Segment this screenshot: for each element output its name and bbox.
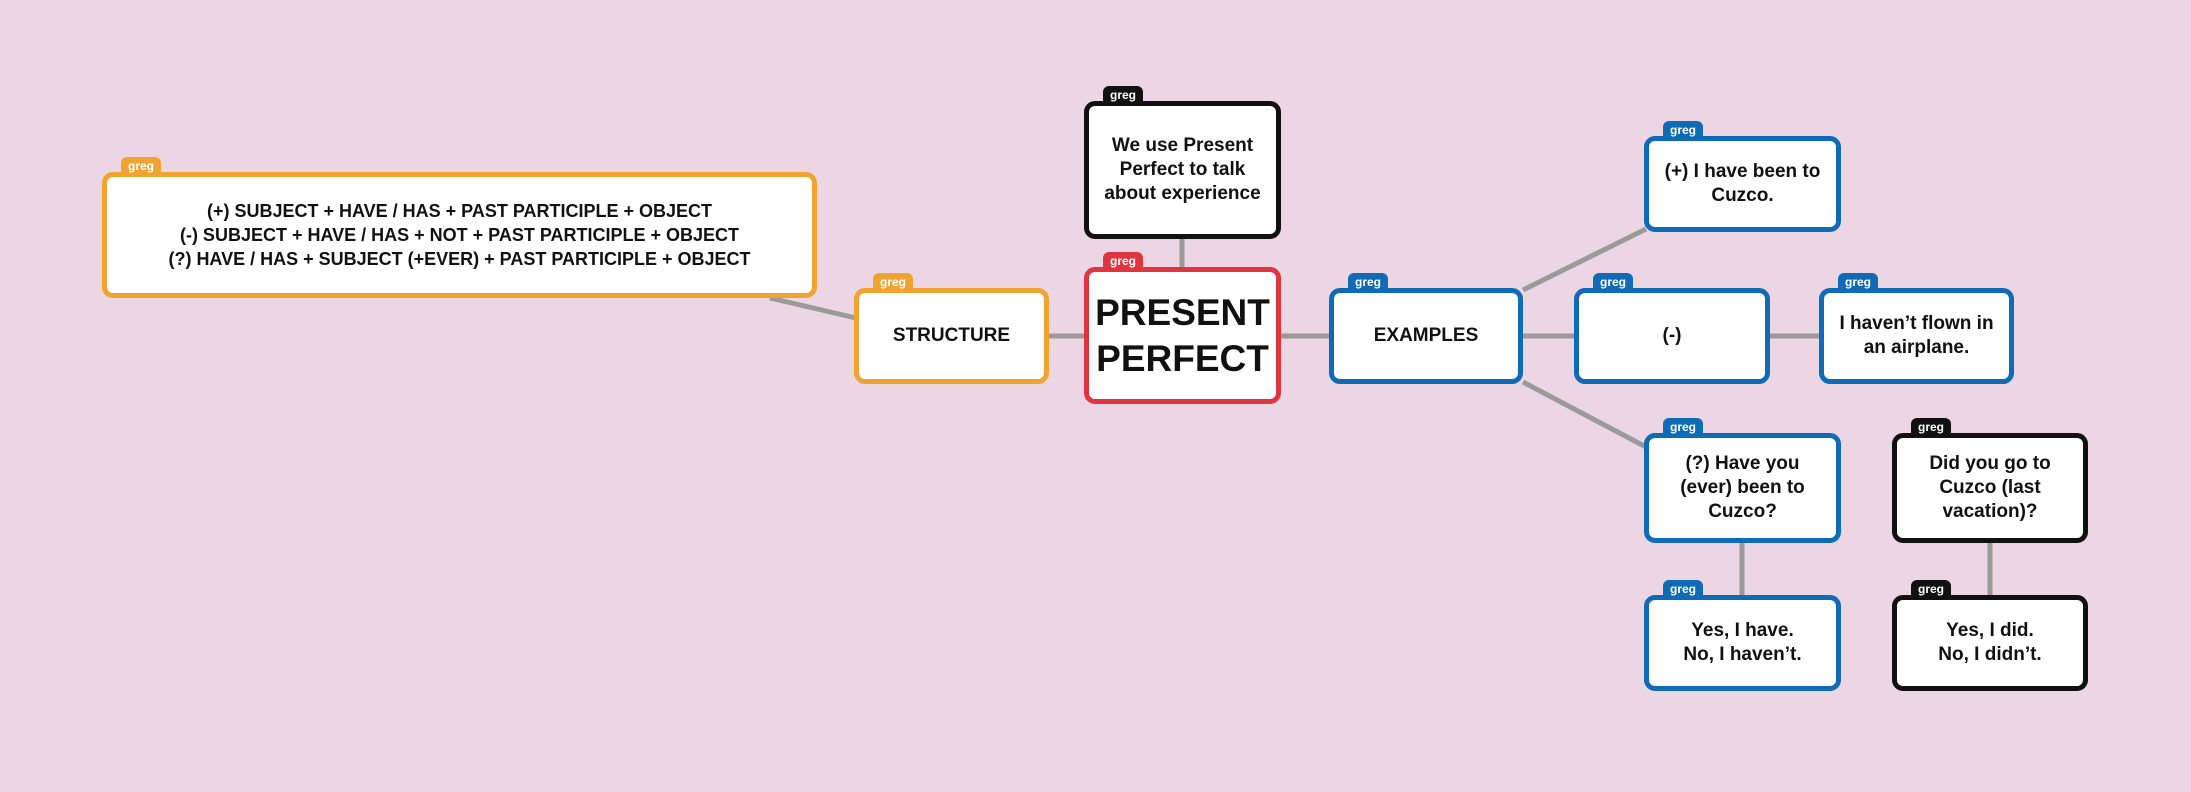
question-node[interactable]: greg (?) Have you (ever) been to Cuzco?	[1644, 418, 1841, 543]
author-tag: greg	[121, 157, 162, 176]
examples-node[interactable]: greg EXAMPLES	[1329, 273, 1523, 384]
formula-text: (+) SUBJECT + HAVE / HAS + PAST PARTICIP…	[168, 201, 751, 269]
author-tag: greg	[873, 273, 914, 292]
author-tag: greg	[1663, 580, 1704, 599]
answers-text: Yes, I have. No, I haven’t.	[1683, 620, 1802, 665]
usage-node[interactable]: greg We use Present Perfect to talk abou…	[1084, 86, 1281, 239]
author-tag: greg	[1911, 418, 1952, 437]
negative-example-node[interactable]: greg I haven’t flown in an airplane.	[1819, 273, 2014, 384]
examples-text: EXAMPLES	[1373, 325, 1479, 346]
past-question-node[interactable]: greg Did you go to Cuzco (last vacation)…	[1892, 418, 2088, 543]
negative-text: (-)	[1662, 325, 1682, 346]
author-tag: greg	[1593, 273, 1634, 292]
author-tag: greg	[1103, 252, 1144, 271]
structure-text: STRUCTURE	[892, 325, 1011, 346]
link-examples-question	[1521, 379, 1648, 450]
positive-node[interactable]: greg (+) I have been to Cuzco.	[1644, 121, 1841, 232]
link-examples-positive	[1521, 226, 1648, 293]
link-formula-structure	[769, 295, 857, 321]
author-tag: greg	[1838, 273, 1879, 292]
answers-node[interactable]: greg Yes, I have. No, I haven’t.	[1644, 580, 1841, 691]
author-tag: greg	[1103, 86, 1144, 105]
past-question-text: Did you go to Cuzco (last vacation)?	[1929, 453, 2051, 522]
author-tag: greg	[1663, 121, 1704, 140]
author-tag: greg	[1911, 580, 1952, 599]
author-tag: greg	[1348, 273, 1389, 292]
past-answers-node[interactable]: greg Yes, I did. No, I didn’t.	[1892, 580, 2088, 691]
negative-example-text: I haven’t flown in an airplane.	[1839, 313, 1994, 358]
structure-node[interactable]: greg STRUCTURE	[854, 273, 1049, 384]
usage-text: We use Present Perfect to talk about exp…	[1104, 135, 1261, 204]
author-tag: greg	[1663, 418, 1704, 437]
central-topic-text: PRESENT PERFECT	[1095, 291, 1270, 379]
negative-node[interactable]: greg (-)	[1574, 273, 1770, 384]
formula-node[interactable]: greg (+) SUBJECT + HAVE / HAS + PAST PAR…	[102, 157, 817, 298]
central-topic-node[interactable]: greg PRESENT PERFECT	[1084, 252, 1281, 404]
past-answers-text: Yes, I did. No, I didn’t.	[1938, 620, 2042, 665]
question-text: (?) Have you (ever) been to Cuzco?	[1680, 453, 1805, 522]
positive-text: (+) I have been to Cuzco.	[1664, 161, 1821, 206]
